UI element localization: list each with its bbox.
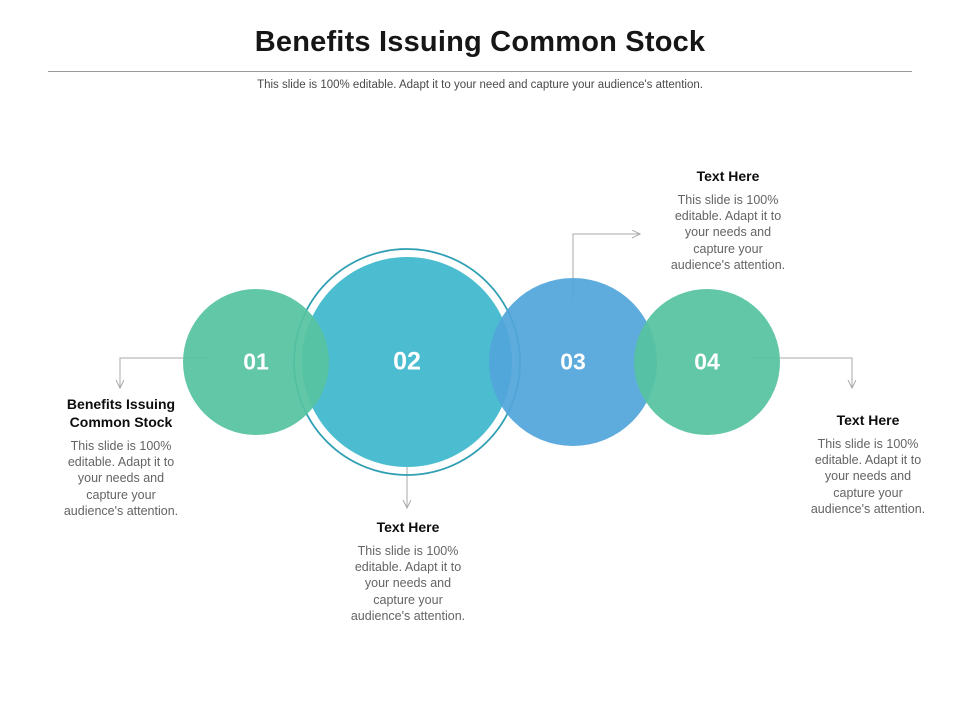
- callout-bottom-line-3: your needs and: [364, 576, 452, 591]
- circle-03: [489, 278, 657, 446]
- callout-left-body: This slide is 100% editable. Adapt it to…: [28, 438, 214, 519]
- callout-right-line-5: audience's attention.: [810, 501, 926, 516]
- connector-left-arrow: [120, 357, 210, 388]
- circle-04: [634, 289, 780, 435]
- callout-right-line-1: This slide is 100%: [817, 436, 919, 451]
- callout-bottom-line-4: capture your: [373, 592, 443, 607]
- callout-left-line-1: This slide is 100%: [70, 438, 172, 453]
- callout-right-line-3: your needs and: [824, 469, 912, 484]
- callout-right-body: This slide is 100% editable. Adapt it to…: [778, 436, 958, 517]
- callout-top-line-2: editable. Adapt it to: [674, 209, 782, 224]
- circle-02: [302, 257, 512, 467]
- callout-bottom-line-2: editable. Adapt it to: [354, 560, 462, 575]
- callout-top-line-3: your needs and: [684, 225, 772, 240]
- header-divider: [48, 71, 912, 72]
- callout-top-line-5: audience's attention.: [670, 257, 786, 272]
- callout-top-line-4: capture your: [693, 241, 763, 256]
- callout-right: Text Here This slide is 100% editable. A…: [778, 412, 958, 517]
- callout-left-line-4: capture your: [86, 487, 156, 502]
- callout-left-line-2: editable. Adapt it to: [67, 455, 175, 470]
- callout-top-line-1: This slide is 100%: [677, 192, 779, 207]
- callout-left-line-3: your needs and: [77, 471, 165, 486]
- callout-bottom-line-1: This slide is 100%: [357, 543, 459, 558]
- callout-right-line-2: editable. Adapt it to: [814, 453, 922, 468]
- circle-01: [183, 289, 329, 435]
- callout-left-line-5: audience's attention.: [63, 503, 179, 518]
- callout-right-heading: Text Here: [836, 412, 900, 428]
- page-title: Benefits Issuing Common Stock: [254, 26, 706, 58]
- callout-top-body: This slide is 100% editable. Adapt it to…: [638, 192, 818, 273]
- callout-bottom-line-5: audience's attention.: [350, 608, 466, 623]
- callout-bottom-heading: Text Here: [376, 519, 440, 535]
- connector-right-arrow: [752, 357, 852, 388]
- callout-top-heading: Text Here: [696, 168, 760, 184]
- callout-right-line-4: capture your: [833, 485, 903, 500]
- callout-top: Text Here This slide is 100% editable. A…: [638, 168, 818, 273]
- callout-bottom: Text Here This slide is 100% editable. A…: [318, 519, 498, 624]
- page-subtitle: This slide is 100% editable. Adapt it to…: [257, 79, 703, 91]
- callout-bottom-body: This slide is 100% editable. Adapt it to…: [318, 543, 498, 624]
